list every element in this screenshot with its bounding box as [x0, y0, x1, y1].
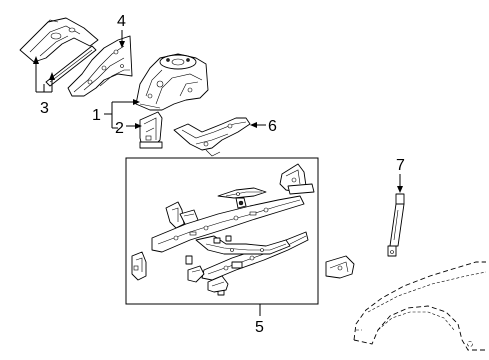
callout-7-leader [397, 174, 403, 193]
part-3-upper-rail[interactable] [19, 17, 99, 87]
part-1-shock-tower[interactable] [135, 53, 209, 111]
part-7-strut[interactable] [387, 193, 405, 257]
callout-3: 3 [40, 100, 49, 117]
callout-4: 4 [117, 13, 126, 30]
callout-3-leader [33, 56, 55, 93]
callout-2-leader [112, 123, 142, 129]
callout-7: 7 [396, 157, 405, 174]
callout-2: 2 [115, 120, 124, 137]
part-4-apron[interactable] [67, 35, 133, 97]
callout-6: 6 [268, 118, 277, 135]
callout-1-leader [104, 99, 140, 128]
part-5-group-box [125, 157, 319, 305]
callout-5: 5 [255, 319, 264, 336]
part-5-frame-assembly[interactable] [131, 163, 355, 296]
fender-outline [353, 261, 487, 351]
part-2-bracket[interactable] [139, 111, 163, 149]
callout-1: 1 [92, 107, 101, 124]
callout-6-leader [250, 122, 266, 128]
callout-4-leader [119, 30, 125, 48]
part-6-extension[interactable] [173, 117, 251, 157]
